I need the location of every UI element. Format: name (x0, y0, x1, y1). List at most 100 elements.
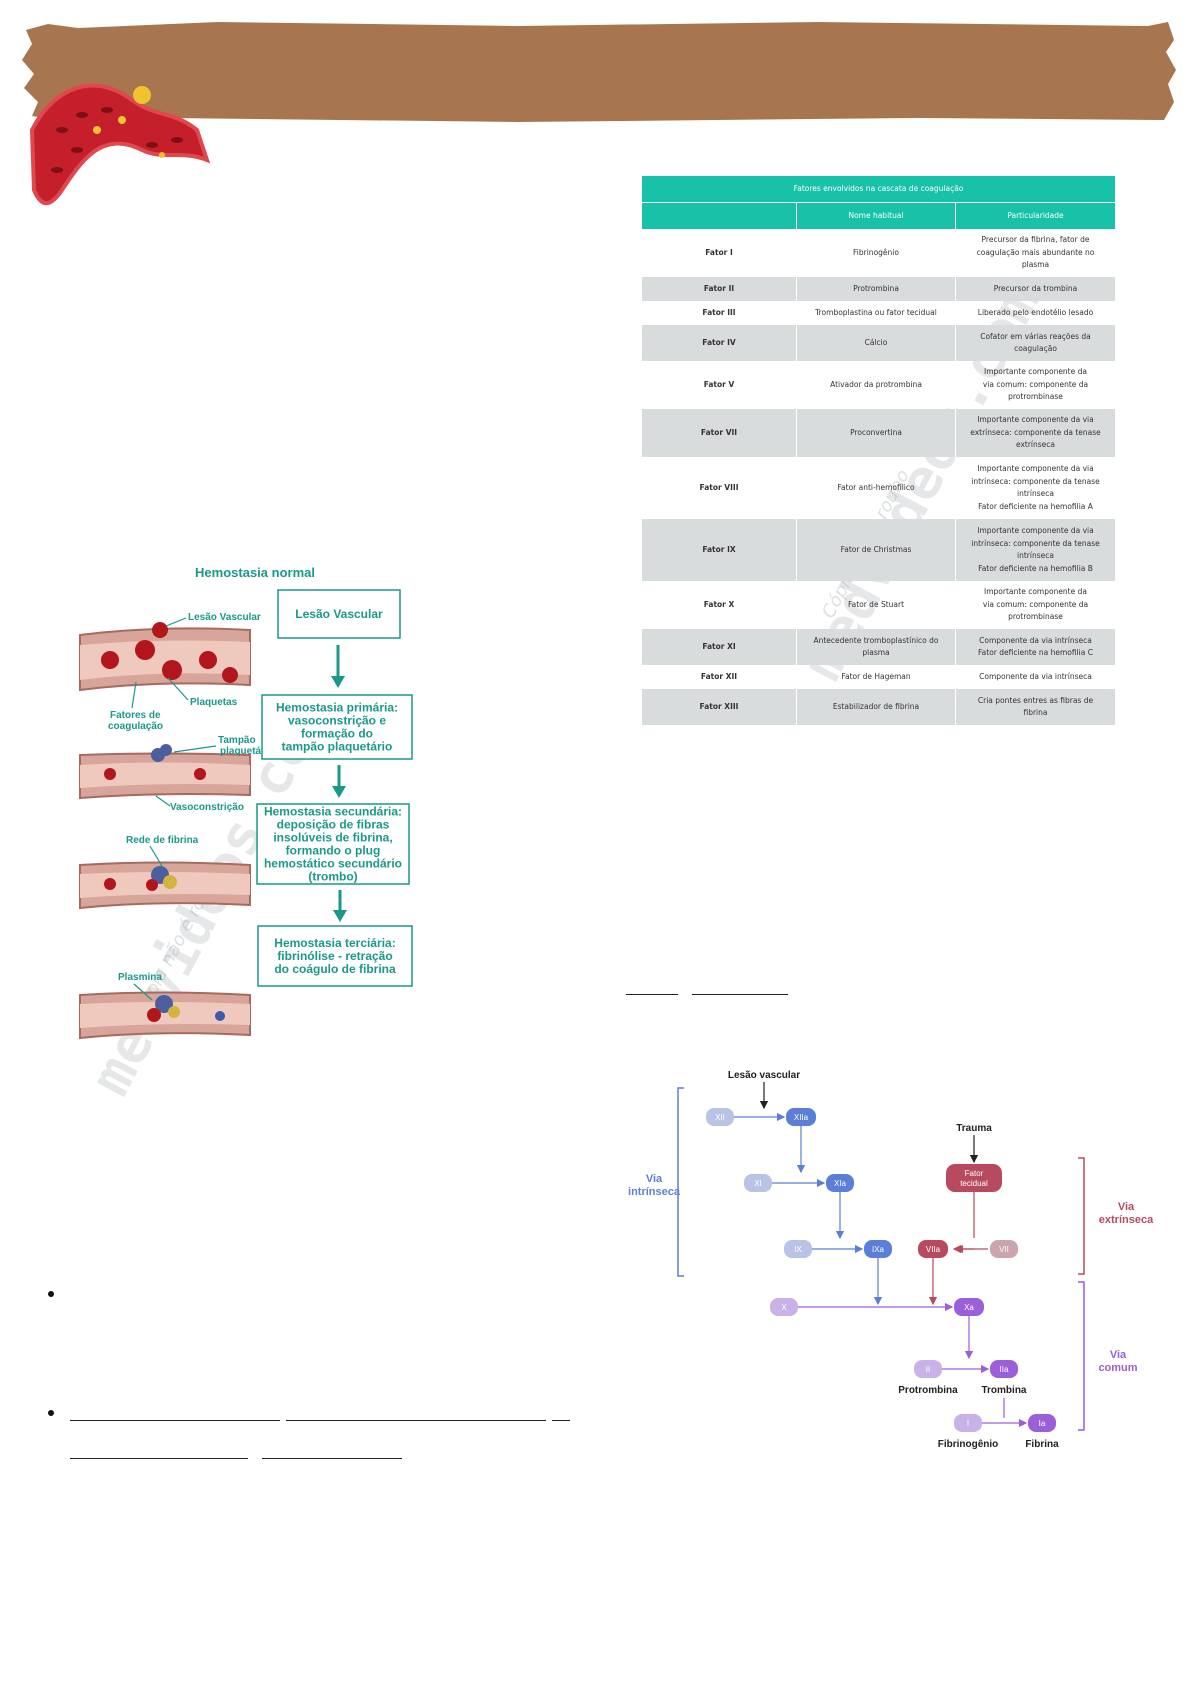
bracket-extrinsic (1078, 1157, 1085, 1275)
step-line: Hemostasia secundária: (264, 805, 402, 819)
label-via-comum-1: Via (1110, 1349, 1127, 1361)
factor-cell: Fator II (642, 277, 797, 301)
cell-line: Precursor da fibrina, fator de (981, 235, 1090, 245)
common-name-cell: Fator de Stuart (796, 581, 956, 629)
header-banner (22, 22, 1176, 122)
header-name: Nome habitual (796, 202, 956, 229)
step-line: Lesão Vascular (295, 607, 383, 621)
step-line: tampão plaquetário (282, 740, 393, 754)
factor-cell: Fator VIII (642, 457, 797, 519)
cell-line: plasma (862, 648, 890, 657)
factor-cell: Fator XI (642, 629, 797, 665)
vessel-stage-3 (79, 861, 251, 910)
node-VII-label: VII (999, 1245, 1009, 1254)
step-line: Hemostasia primária: (276, 701, 398, 715)
label-fibrinogenio: Fibrinogênio (938, 1439, 999, 1450)
cell-line: intrínseca: componente da tenase (971, 476, 1100, 486)
node-IIa-label: IIa (1000, 1365, 1009, 1374)
note-cell: Componente da via intrínseca (955, 665, 1116, 689)
cell-line: Componente da via intrínseca (979, 671, 1092, 681)
label-tampao-1: Tampão (218, 735, 256, 746)
bracket-common (1078, 1281, 1085, 1431)
cell-line: fibrina (1023, 708, 1048, 717)
factor-cell: Fator I (642, 229, 797, 277)
label-fatores-1: Fatores de (110, 710, 161, 721)
node-XIIa-label: XIIa (794, 1113, 809, 1122)
node-Ia-label: Ia (1039, 1419, 1046, 1428)
common-name-cell: Fator anti-hemofílico (796, 457, 956, 519)
node-II (914, 1360, 942, 1378)
node-XII (706, 1108, 734, 1126)
bracket-intrinsic (677, 1087, 684, 1277)
note-cell: Precursor da trombina (955, 277, 1116, 301)
cell-line: Cofator em várias reações da (980, 331, 1091, 341)
step-text-1: Lesão Vascular (295, 607, 383, 621)
node-XIa-label: XIa (834, 1179, 847, 1188)
label-lesao-vascular: Lesão vascular (728, 1070, 800, 1081)
underline (626, 994, 678, 995)
label-protrombina: Protrombina (898, 1385, 958, 1396)
node-fator-tecidual (946, 1164, 1002, 1192)
label-via-intrinseca-2: intrínseca (628, 1186, 681, 1198)
vessel-stage-2 (79, 744, 251, 800)
common-name-cell: Fator de Hageman (796, 665, 956, 689)
hemostasis-diagram: Hemostasia normal Lesão Vascular Plaquet… (79, 565, 413, 1040)
cell-line: protrombinase (1008, 392, 1063, 402)
step-line: Hemostasia terciária: (274, 936, 395, 950)
cell-line: protrombinase (1008, 612, 1063, 622)
label-via-intrinseca-1: Via (646, 1173, 663, 1185)
cell-line: Fator deficiente na hemofilia A (978, 501, 1093, 511)
underline (262, 1458, 402, 1459)
factor-cell: Fator IV (642, 325, 797, 361)
node-VIIa-label: VIIa (926, 1245, 941, 1254)
node-IIa (990, 1360, 1018, 1378)
common-name-cell: Proconvertina (796, 409, 956, 457)
cell-line: Importante componente da (984, 587, 1087, 597)
note-cell: Liberado pelo endotélio lesado (955, 301, 1116, 325)
step-line: fibrinólise - retração (277, 949, 392, 963)
node-IXa (864, 1240, 892, 1258)
underline (552, 1420, 570, 1421)
node-Xa-label: Xa (964, 1303, 974, 1312)
hemostasis-title: Hemostasia normal (195, 565, 315, 580)
cell-line: extrínseca (1015, 440, 1056, 450)
fator-tecidual-label-1: Fator (965, 1169, 984, 1178)
node-X-label: X (781, 1303, 787, 1312)
node-XII-label: XII (715, 1113, 725, 1122)
factor-cell: Fator III (642, 301, 797, 325)
blood-vessel-illustration (29, 83, 211, 206)
label-via-comum-2: comum (1098, 1362, 1137, 1374)
arrow-down-icon (332, 786, 346, 798)
cell-line: intrínseca (1017, 489, 1054, 498)
common-name-cell: Estabilizador de fibrina (796, 689, 956, 725)
step-line: formação do (301, 727, 373, 741)
coagulation-cascade-diagram: Via intrínseca Via extrínseca Via comum … (628, 1070, 1154, 1450)
underline (70, 1458, 248, 1459)
node-II-label: II (926, 1365, 930, 1374)
node-IXa-label: IXa (872, 1245, 885, 1254)
cell-line: via comum: componente da (982, 599, 1089, 609)
step-line: (trombo) (308, 870, 357, 884)
cell-line: coagulação (1014, 344, 1057, 353)
step-text-3: Hemostasia secundária:deposição de fibra… (264, 805, 402, 884)
step-line: insolúveis de fibrina, (273, 831, 392, 845)
node-I (954, 1414, 982, 1432)
table-title: Fatores envolvidos na cascata de coagula… (642, 176, 1116, 203)
node-IX-label: IX (794, 1245, 802, 1254)
node-XI-label: XI (754, 1179, 762, 1188)
underline (692, 994, 788, 995)
node-Ia (1028, 1414, 1056, 1432)
header-factor (642, 202, 797, 229)
